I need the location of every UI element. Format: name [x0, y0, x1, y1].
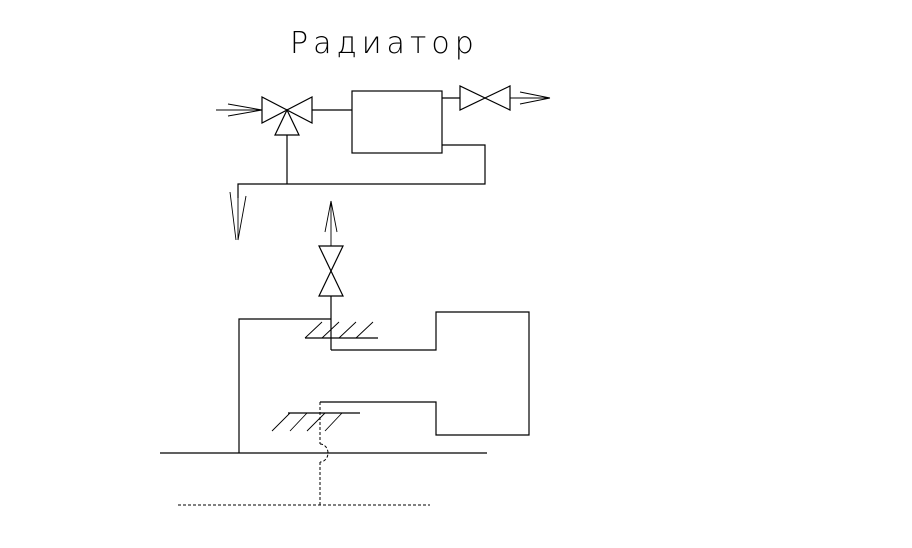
- upper-assembly: [216, 85, 551, 241]
- right-chamber: [320, 311, 530, 436]
- diagram-title: Радиатор: [290, 26, 479, 61]
- vertical-valve: [318, 245, 344, 297]
- left-wall: [238, 318, 331, 453]
- upper-hatched-plate: [304, 321, 378, 339]
- drain-arrow: [229, 184, 247, 241]
- outlet-valve: [459, 85, 511, 111]
- hidden-pipe: [319, 402, 329, 505]
- lower-hatched-plate: [271, 412, 360, 432]
- vent-arrow: [324, 200, 338, 246]
- three-way-valve: [261, 96, 313, 136]
- lower-assembly: [160, 200, 530, 506]
- outlet-arrow: [510, 91, 551, 105]
- radiator-block: [351, 90, 443, 154]
- inlet-arrow: [216, 103, 263, 117]
